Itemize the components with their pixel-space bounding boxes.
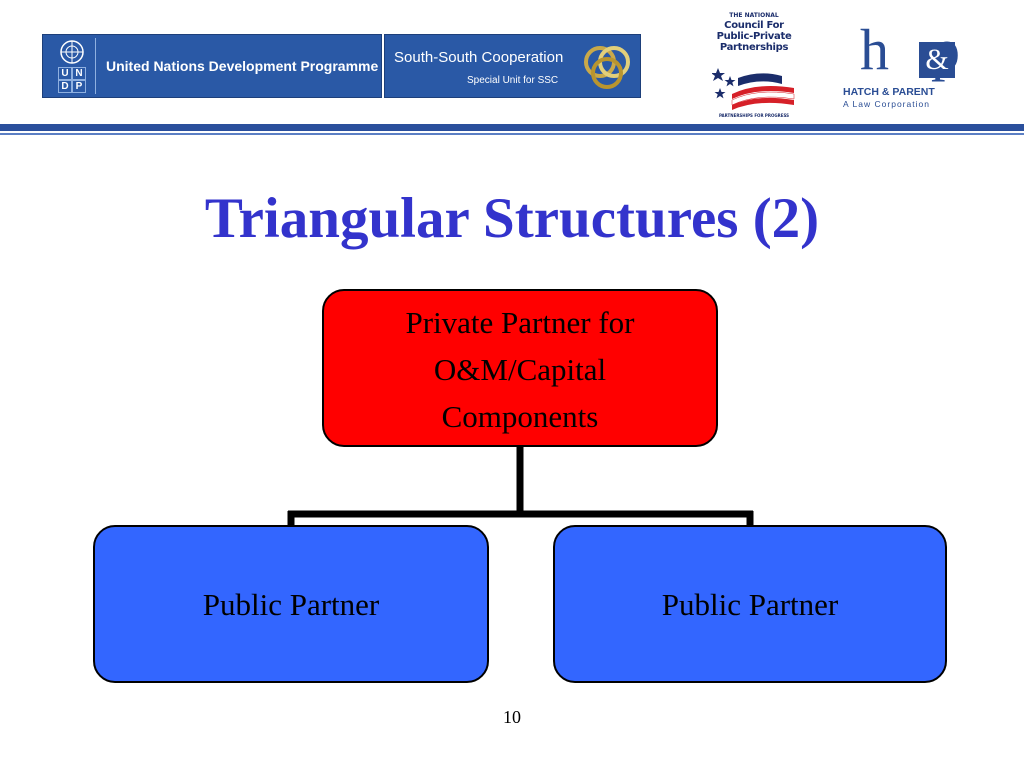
public-partner-node-left: Public Partner <box>93 525 489 683</box>
hp-subtitle: A Law Corporation <box>843 99 930 109</box>
undp-letter: N <box>72 67 86 80</box>
header-divider <box>0 124 1024 131</box>
undp-letter-grid: U N D P <box>58 67 86 93</box>
ncppp-title: Council For Public-Private Partnerships <box>710 20 798 53</box>
page-number: 10 <box>503 707 521 727</box>
ssc-rings-icon <box>584 46 630 89</box>
ncppp-top-text: THE NATIONAL <box>729 12 779 19</box>
private-partner-label: Private Partner for O&M/Capital Componen… <box>405 304 635 434</box>
ssc-subtitle: Special Unit for SSC <box>467 75 559 86</box>
undp-logo: U N D P United Nations Development Progr… <box>42 34 382 98</box>
hatch-parent-logo: hp & HATCH & PARENT A Law Corporation <box>840 17 980 112</box>
header-divider-thin <box>0 133 1024 135</box>
hp-monogram-h: h <box>860 17 889 82</box>
public-partner-node-right: Public Partner <box>553 525 947 683</box>
un-globe-icon <box>60 40 84 64</box>
public-partner-label-right: Public Partner <box>661 586 839 622</box>
ncppp-title-line: Council For <box>724 20 784 31</box>
hp-monogram-amp: & <box>919 42 955 78</box>
private-partner-node: Private Partner for O&M/Capital Componen… <box>322 289 718 447</box>
ssc-logo: South-South Cooperation Special Unit for… <box>384 34 641 98</box>
ncppp-logo: THE NATIONAL Council For Public-Private … <box>710 10 798 120</box>
undp-letter: U <box>58 67 72 80</box>
ncppp-tagline: PARTNERSHIPS FOR PROGRESS <box>718 113 790 118</box>
undp-letter: D <box>58 80 72 93</box>
un-emblem-icon: U N D P <box>49 38 96 94</box>
flag-icon <box>712 68 795 110</box>
undp-letter: P <box>72 80 86 93</box>
slide-title: Triangular Structures (2) <box>204 187 820 250</box>
undp-name: United Nations Development Programme <box>106 58 379 74</box>
hp-name: HATCH & PARENT <box>843 86 935 98</box>
ncppp-title-line: Partnerships <box>719 42 789 53</box>
ssc-title: South-South Cooperation <box>394 49 564 66</box>
public-partner-label-left: Public Partner <box>202 586 380 622</box>
ncppp-title-line: Public-Private <box>716 31 792 42</box>
